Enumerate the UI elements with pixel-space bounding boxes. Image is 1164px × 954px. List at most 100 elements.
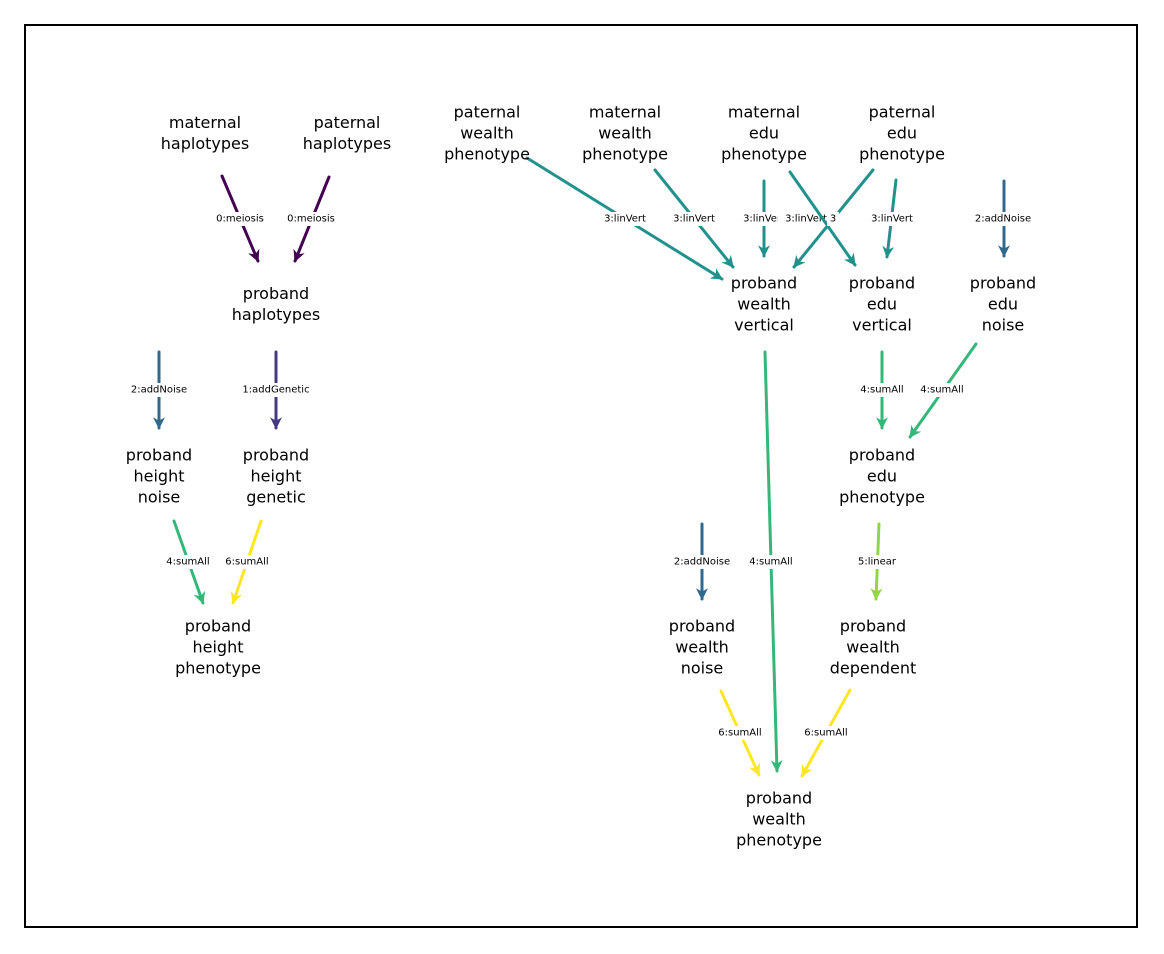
node-label-line: proband (669, 617, 735, 636)
node-label-line: edu (749, 124, 779, 143)
node-label-line: maternal (728, 103, 800, 122)
node-proband-wealth-dependent: proband wealth dependent (830, 617, 917, 678)
edge: 6:sumAll (800, 688, 852, 778)
edge-label: 4:sumAll (166, 557, 209, 568)
edge: 0:meiosis (211, 174, 269, 263)
edge-label: 0:meiosis (287, 214, 335, 225)
node-label-line: phenotype (839, 488, 925, 507)
edge-arrow (788, 170, 857, 267)
node-label-line: genetic (246, 488, 306, 507)
node-label-line: dependent (830, 659, 917, 678)
node-paternal-wealth-phenotype: paternal wealth phenotype (444, 103, 530, 164)
node-label-line: edu (988, 295, 1018, 314)
edge-label-background (282, 212, 340, 226)
node-label-line: height (251, 467, 302, 486)
node-label-line: proband (243, 446, 309, 465)
node-label-line: proband (970, 274, 1036, 293)
diagram-frame (24, 24, 1138, 928)
node-label-line: proband (126, 446, 192, 465)
edge-label-background (827, 212, 839, 226)
node-label-line: noise (138, 488, 181, 507)
node-label-line: proband (849, 274, 915, 293)
edge-label: 6:sumAll (225, 557, 268, 568)
edge: 2:addNoise (671, 522, 733, 601)
node-label-line: paternal (869, 103, 936, 122)
node-label-line: haplotypes (303, 134, 391, 153)
node-proband-height-genetic: proband height genetic (243, 446, 309, 507)
node-label-line: height (193, 638, 244, 657)
node-label-line: proband (746, 789, 812, 808)
edge-label: 4:sumAll (920, 385, 963, 396)
node-label-line: proband (840, 617, 906, 636)
edge-label: 3 (830, 214, 836, 225)
node-label-line: proband (243, 284, 309, 303)
node-label-line: height (134, 467, 185, 486)
node-label-line: proband (185, 617, 251, 636)
edge: 4:sumAll (856, 350, 908, 430)
node-label-line: noise (681, 659, 724, 678)
edge-label-background (972, 212, 1034, 226)
edge: 3:linVert (653, 168, 735, 269)
edge: 3:linVert (777, 168, 875, 269)
edge: 6:sumAll (221, 519, 273, 605)
edge: 2:addNoise (128, 350, 190, 430)
edge-label: 3:linVert (871, 214, 913, 225)
node-label-line: phenotype (444, 145, 530, 164)
edge-label: 3:linVert (673, 214, 715, 225)
edge-label-background (863, 212, 921, 226)
node-label-line: edu (867, 467, 897, 486)
edge-label: 2:addNoise (975, 214, 1031, 225)
edge-label-background (671, 555, 733, 569)
edge-label-background (745, 555, 797, 569)
node-label-line: proband (849, 446, 915, 465)
edge-label-background (856, 383, 908, 397)
node-label-line: phenotype (736, 831, 822, 850)
edge-label: 3:linVert (785, 214, 827, 225)
edge-label-background (211, 212, 269, 226)
edge-label-background (916, 383, 968, 397)
edge-label: 4:sumAll (860, 385, 903, 396)
edge-label: 6:sumAll (718, 728, 761, 739)
node-label-line: haplotypes (232, 305, 320, 324)
node-label-line: wealth (752, 810, 806, 829)
node-proband-wealth-noise: proband wealth noise (669, 617, 735, 678)
node-label-line: wealth (675, 638, 729, 657)
node-label-line: vertical (852, 316, 912, 335)
node-maternal-wealth-phenotype: maternal wealth phenotype (582, 103, 668, 164)
node-proband-height-noise: proband height noise (126, 446, 192, 507)
node-label-line: maternal (169, 113, 241, 132)
edge: 0:meiosis (282, 175, 340, 263)
edge: 2:addNoise (972, 179, 1034, 258)
node-label-line: maternal (589, 103, 661, 122)
node-label-line: wealth (598, 124, 652, 143)
edge: 4:sumAll (745, 350, 797, 773)
node-label-line: noise (982, 316, 1025, 335)
edge-label: 4:sumAll (749, 557, 792, 568)
node-label-line: edu (887, 124, 917, 143)
node-label-line: paternal (454, 103, 521, 122)
edge-label-background (239, 383, 313, 397)
node-label-line: phenotype (582, 145, 668, 164)
edge: 4:sumAll (908, 342, 978, 439)
edge-label-background (221, 555, 273, 569)
edge-label: 3:linVert (743, 214, 785, 225)
node-label-line: wealth (846, 638, 900, 657)
node-label-line: wealth (460, 124, 514, 143)
node-proband-edu-noise: proband edu noise (970, 274, 1036, 335)
edge-label: 2:addNoise (131, 385, 187, 396)
edge: 3:linVert (863, 178, 921, 259)
node-label-line: phenotype (721, 145, 807, 164)
edge-label-background (800, 726, 852, 740)
edge-label: 3:linVert (604, 214, 646, 225)
node-proband-edu-phenotype: proband edu phenotype (839, 446, 925, 507)
node-label-line: vertical (734, 316, 794, 335)
edge: 5:linear (851, 522, 903, 601)
node-label-line: proband (731, 274, 797, 293)
edge-label-background (596, 212, 654, 226)
edge-label: 1:addGenetic (242, 385, 309, 396)
